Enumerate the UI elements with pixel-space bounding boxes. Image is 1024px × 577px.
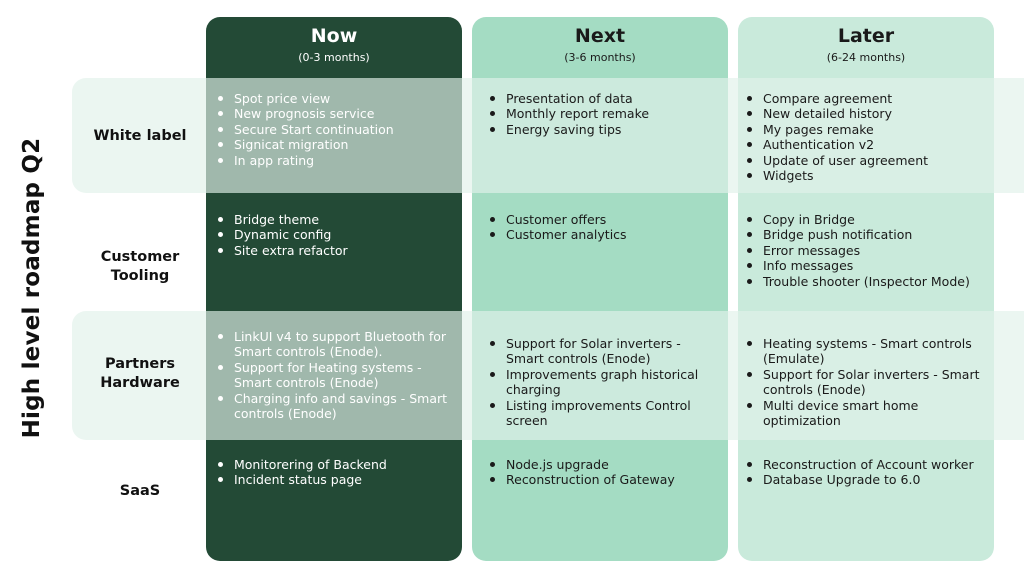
list-item: Site extra refactor (216, 243, 448, 258)
list-item: Bridge push notification (745, 227, 985, 242)
list-item: Charging info and savings - Smart contro… (216, 391, 448, 422)
list-item: Authentication v2 (745, 137, 985, 152)
column-subtitle-later: (6-24 months) (826, 51, 906, 64)
cell-partners-hardware-next: Support for Solar inverters - Smart cont… (488, 336, 714, 428)
row-band-white-label (72, 78, 1024, 193)
column-subtitle-next: (3-6 months) (564, 51, 636, 64)
list-item: Incident status page (216, 472, 448, 487)
list-item: Heating systems - Smart controls (Emulat… (745, 336, 985, 367)
row-label-white-label: White label (93, 128, 187, 144)
list-item: Dynamic config (216, 227, 448, 242)
list-item: Listing improvements Control screen (488, 398, 714, 429)
list-item: Error messages (745, 243, 985, 258)
list-item: Spot price view (216, 91, 448, 106)
list-item: Reconstruction of Gateway (488, 472, 714, 487)
list-item: Reconstruction of Account worker (745, 457, 985, 472)
list-item: Multi device smart home optimization (745, 398, 985, 429)
list-item: Trouble shooter (Inspector Mode) (745, 274, 985, 289)
list-item: New detailed history (745, 106, 985, 121)
list-item: LinkUI v4 to support Bluetooth for Smart… (216, 329, 448, 360)
row-label-partners-hardware: Partners Hardware (100, 356, 180, 391)
list-item: Copy in Bridge (745, 212, 985, 227)
list-item: Monitorering of Backend (216, 457, 448, 472)
list-item: Compare agreement (745, 91, 985, 106)
list-item: Support for Solar inverters - Smart cont… (745, 367, 985, 398)
list-item: Presentation of data (488, 91, 714, 106)
list-item: Customer analytics (488, 227, 714, 242)
column-header-next: Next (3-6 months) (472, 24, 728, 65)
cell-partners-hardware-later: Heating systems - Smart controls (Emulat… (745, 336, 985, 428)
list-item: New prognosis service (216, 106, 448, 121)
list-item: Database Upgrade to 6.0 (745, 472, 985, 487)
list-item: My pages remake (745, 122, 985, 137)
list-item: Update of user agreement (745, 153, 985, 168)
list-item: Customer offers (488, 212, 714, 227)
list-item: Energy saving tips (488, 122, 714, 137)
list-item: Improvements graph historical charging (488, 367, 714, 398)
column-header-now: Now (0-3 months) (206, 24, 462, 65)
list-item: Secure Start continuation (216, 122, 448, 137)
roadmap-title: High level roadmap Q2 (19, 137, 45, 439)
column-title-now: Now (310, 25, 358, 47)
row-band-partners-hardware (72, 311, 1024, 440)
list-item: Support for Heating systems - Smart cont… (216, 360, 448, 391)
list-item: Support for Solar inverters - Smart cont… (488, 336, 714, 367)
column-title-later: Later (837, 25, 895, 47)
list-item: Info messages (745, 258, 985, 273)
list-item: Bridge theme (216, 212, 448, 227)
list-item: Node.js upgrade (488, 457, 714, 472)
list-item: In app rating (216, 153, 448, 168)
cell-partners-hardware-now: LinkUI v4 to support Bluetooth for Smart… (216, 329, 448, 421)
column-title-next: Next (574, 25, 626, 47)
list-item: Signicat migration (216, 137, 448, 152)
row-label-saas: SaaS (119, 483, 161, 499)
column-subtitle-now: (0-3 months) (298, 51, 370, 64)
list-item: Monthly report remake (488, 106, 714, 121)
list-item: Widgets (745, 168, 985, 183)
row-label-customer-tooling: Customer Tooling (100, 249, 180, 284)
column-header-later: Later (6-24 months) (738, 24, 994, 65)
